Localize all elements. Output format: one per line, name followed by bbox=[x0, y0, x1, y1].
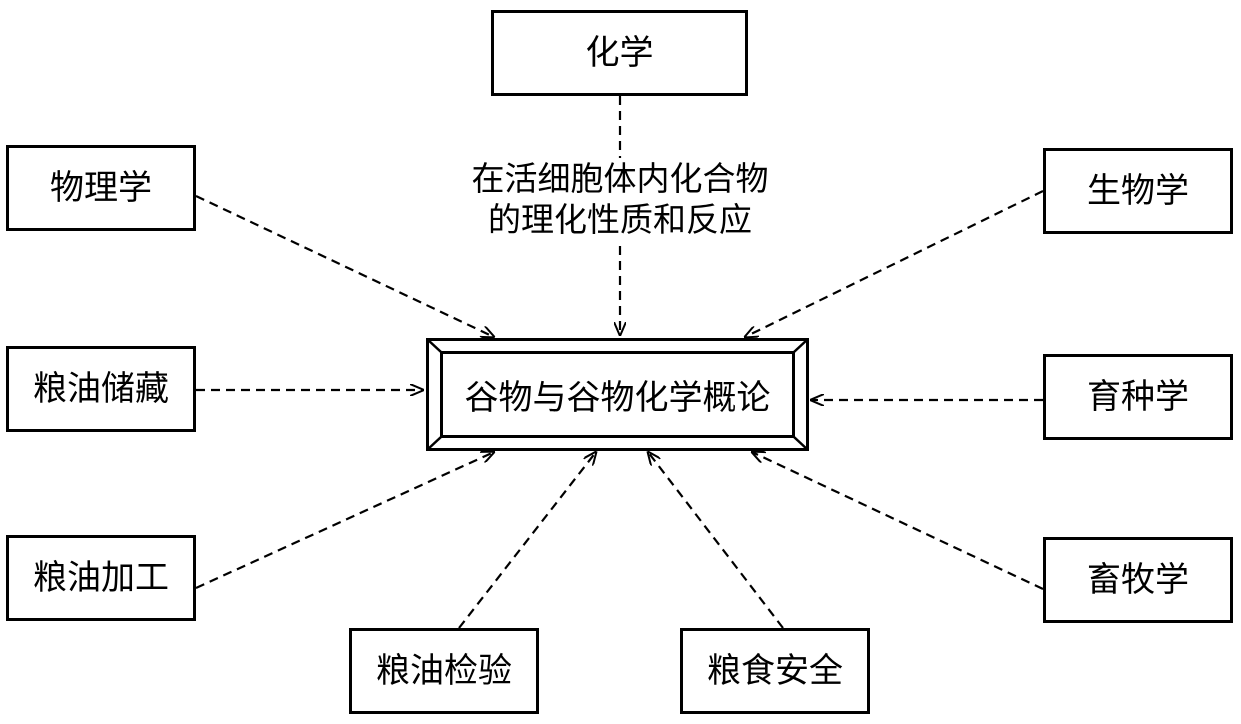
arrow-processing-to-center bbox=[195, 452, 494, 590]
discipline-box-grain-oil-processing: 粮油加工 bbox=[6, 535, 196, 621]
annotation-line-2: 的理化性质和反应 bbox=[488, 200, 752, 239]
arrow-biology-to-center bbox=[745, 190, 1044, 337]
discipline-box-grain-oil-inspection: 粮油检验 bbox=[349, 628, 539, 714]
discipline-box-biology: 生物学 bbox=[1043, 148, 1233, 234]
discipline-box-food-safety: 粮食安全 bbox=[680, 628, 870, 714]
discipline-box-chemistry: 化学 bbox=[491, 10, 748, 96]
chemistry-annotation: 在活细胞体内化合物 的理化性质和反应 bbox=[440, 158, 800, 240]
center-topic: 谷物与谷物化学概论 bbox=[440, 351, 795, 438]
annotation-line-1: 在活细胞体内化合物 bbox=[471, 159, 769, 198]
discipline-box-grain-oil-storage: 粮油储藏 bbox=[6, 346, 196, 432]
arrow-physics-to-center bbox=[195, 195, 494, 337]
center-frame-bevel bbox=[426, 338, 809, 451]
discipline-box-breeding: 育种学 bbox=[1043, 354, 1233, 440]
arrow-safety-to-center bbox=[648, 452, 784, 629]
discipline-box-physics: 物理学 bbox=[6, 145, 196, 231]
discipline-box-animal-husbandry: 畜牧学 bbox=[1043, 537, 1233, 623]
center-topic-frame bbox=[426, 338, 809, 451]
arrow-husbandry-to-center bbox=[752, 452, 1044, 590]
arrow-inspection-to-center bbox=[458, 452, 596, 629]
